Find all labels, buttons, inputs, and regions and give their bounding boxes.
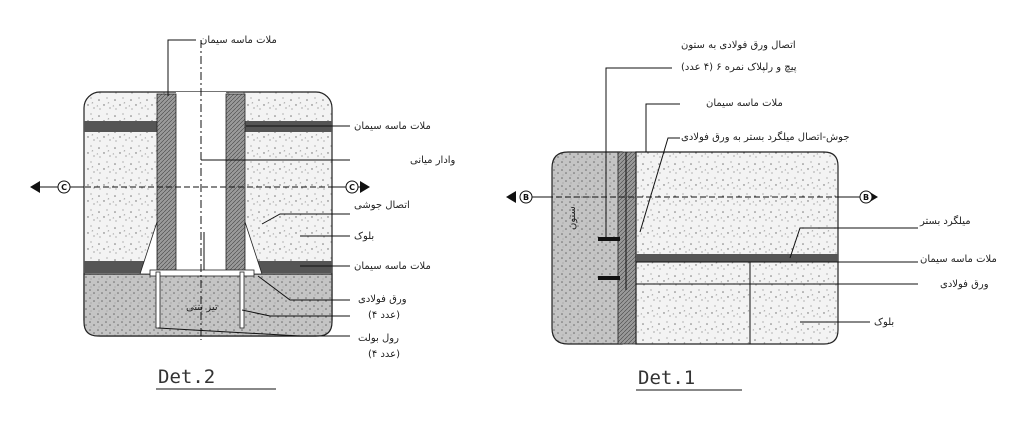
det2-left-bolt xyxy=(155,271,161,329)
det1-block-wall xyxy=(635,151,839,345)
det2-label-middle-tie: وادار میانی xyxy=(410,155,456,166)
det2-label-mortar-top: ملات ماسه سیمان xyxy=(200,35,277,46)
det1-label-weld: جوش-اتصال میلگرد بستر به ورق فولادی xyxy=(681,131,850,143)
det1-label-block: بلوک xyxy=(874,317,894,328)
det1-label-column: ستون xyxy=(567,206,578,230)
det1-concrete-column xyxy=(551,151,623,345)
det2-drawing: C C ملات ماسه سیمان ملات ماسه سیمان وادا… xyxy=(30,35,456,390)
svg-text:C: C xyxy=(61,183,67,192)
det2-label-plate-count: (۴ عدد) xyxy=(368,310,400,321)
det2-label-bolt-count: (۴ عدد) xyxy=(368,349,400,360)
det2-left-weld xyxy=(139,221,158,275)
det1-label-connection-2: پیچ و رلپلاک نمره ۶ (۴ عدد) xyxy=(681,62,797,73)
det1-label-mortar-top: ملات ماسه سیمان xyxy=(706,98,783,109)
det2-label-slab: تیر بتنی xyxy=(186,302,218,313)
det2-label-steel-plate: ورق فولادی xyxy=(358,294,407,305)
svg-text:C: C xyxy=(349,183,355,192)
det2-label-mortar-1: ملات ماسه سیمان xyxy=(354,121,431,132)
det2-column-void xyxy=(176,92,226,274)
det2-label-mortar-2: ملات ماسه سیمان xyxy=(354,261,431,272)
det2-section-marker-left: C xyxy=(30,180,71,194)
svg-text:B: B xyxy=(863,193,869,202)
det1-drawing: ستون B B اتصال ورق فولادی به ستون پیچ و … xyxy=(506,40,997,391)
det2-section-marker-right: C xyxy=(345,180,370,194)
det2-title: Det.2 xyxy=(158,366,215,388)
det1-label-steel-plate: ورق فولادی xyxy=(940,279,989,290)
det1-title: Det.1 xyxy=(638,367,695,389)
det2-label-block: بلوک xyxy=(354,231,374,242)
det2-base-plate xyxy=(149,269,255,277)
det1-anchor-top xyxy=(598,237,620,241)
det1-section-marker-right: B xyxy=(859,190,878,204)
det2-label-bolt: رول بولت xyxy=(358,333,399,344)
det1-anchor-bottom xyxy=(598,276,620,280)
det2-right-steel-plate xyxy=(225,93,246,275)
det1-section-marker-left: B xyxy=(506,190,533,204)
det2-left-steel-plate xyxy=(156,93,177,275)
det2-right-bolt xyxy=(239,271,245,329)
det1-label-mortar: ملات ماسه سیمان xyxy=(920,254,997,265)
svg-text:B: B xyxy=(523,193,529,202)
det1-bed-rebar xyxy=(636,254,838,262)
det1-label-rebar: میلگرد بستر xyxy=(919,215,971,227)
det2-label-weld-joint: اتصال جوشی xyxy=(354,200,410,211)
det1-mortar-strip xyxy=(617,151,637,345)
det1-label-connection-1: اتصال ورق فولادی به ستون xyxy=(681,40,796,51)
